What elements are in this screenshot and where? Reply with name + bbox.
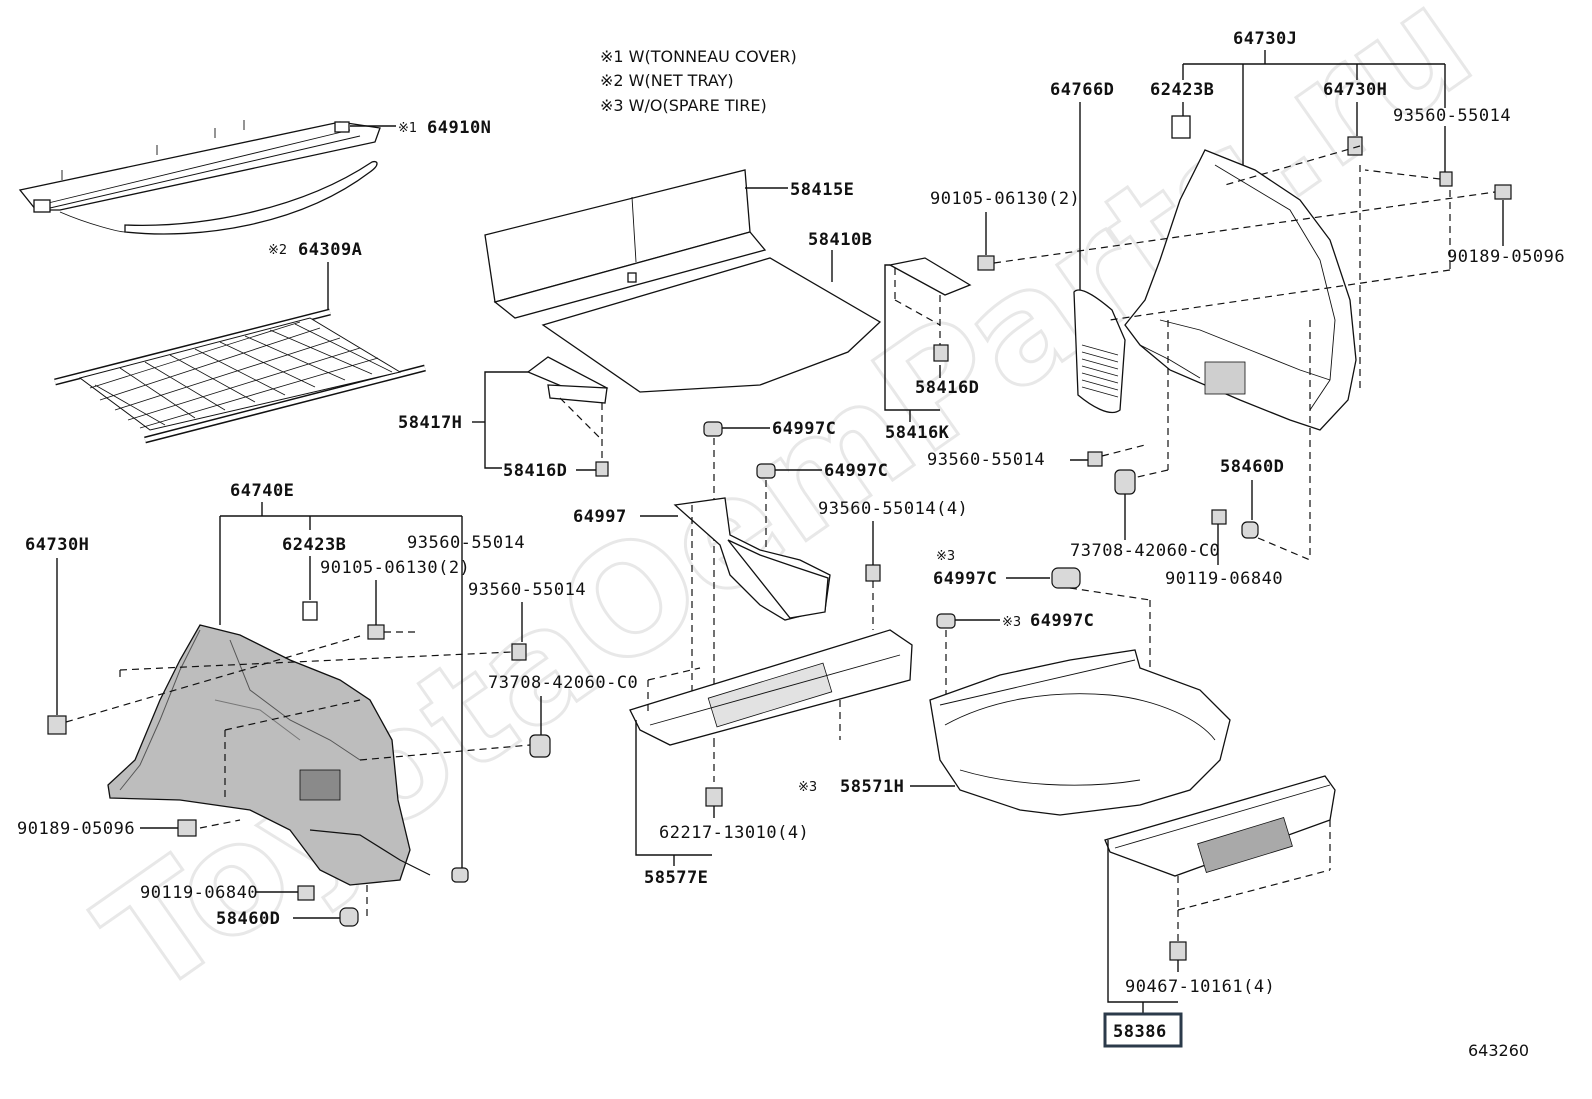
diagram-id: 643260 [1468, 1041, 1529, 1060]
side-lid-part [526, 356, 609, 404]
clip-58416D-b [933, 344, 949, 362]
screw-90119-r [1211, 509, 1227, 525]
fastener-73708-l [529, 734, 551, 758]
label-90189-05096-l: 90189-05096 [17, 819, 135, 839]
clip-58416D-a [595, 461, 609, 477]
clip-90189-left [177, 819, 197, 837]
label-93560-55014-l2: 93560-55014 [468, 580, 586, 600]
label-58577E: 58577E [644, 868, 708, 888]
label-58571H: 58571H [840, 777, 904, 797]
label-64910N: 64910N [427, 118, 491, 138]
label-93560-55014-l1: 93560-55014 [407, 533, 525, 553]
mark-3-b: ※3 [1002, 615, 1021, 630]
highlight-box-58386 [1103, 1012, 1183, 1048]
mark-1-tonneau: ※1 [398, 121, 417, 136]
luggage-tray-58571H [929, 649, 1231, 816]
note-net-tray: ※2 W(NET TRAY) [600, 71, 734, 90]
clip-58460D-l [339, 907, 359, 927]
label-58460D-r: 58460D [1220, 457, 1284, 477]
fastener-73708-r [1114, 469, 1136, 495]
label-58417H: 58417H [398, 413, 462, 433]
label-62217: 62217-13010(4) [659, 823, 809, 843]
clip-64997C-b [756, 463, 776, 479]
screw-93560-r2 [1087, 451, 1103, 467]
clip-64730H-left [47, 715, 67, 735]
mark-2-net: ※2 [268, 243, 287, 258]
label-58416D-a: 58416D [503, 461, 567, 481]
label-90189-05096-r: 90189-05096 [1447, 247, 1565, 267]
mark-3-a: ※3 [936, 549, 955, 564]
label-64730H-right: 64730H [1323, 80, 1387, 100]
label-90119-l: 90119-06840 [140, 883, 258, 903]
note-tonneau-cover: ※1 W(TONNEAU COVER) [600, 47, 797, 66]
label-64309A: 64309A [298, 240, 362, 260]
clip-62423B-left [302, 601, 318, 621]
label-64730H-left: 64730H [25, 535, 89, 555]
clip-90467 [1169, 941, 1187, 961]
label-58410B: 58410B [808, 230, 872, 250]
label-73708-r: 73708-42060-C0 [1070, 541, 1220, 561]
label-73708-l: 73708-42060-C0 [488, 673, 638, 693]
tonneau-cover-part [18, 120, 381, 235]
label-58416K: 58416K [885, 423, 950, 443]
label-90467: 90467-10161(4) [1125, 977, 1275, 997]
label-64740E: 64740E [230, 481, 294, 501]
label-64730J: 64730J [1233, 29, 1297, 49]
clip-64730H-right [1347, 136, 1363, 156]
clip-58460D-r [1241, 521, 1259, 539]
screw-90105-r [977, 255, 995, 271]
screw-93560-r1 [1439, 171, 1453, 187]
mark-3-c: ※3 [798, 780, 817, 795]
right-quarter-trim-part [1073, 115, 1357, 431]
clip-64997C-d [936, 613, 956, 629]
rear-sill-58577E [629, 629, 913, 746]
screw-93560-l2 [511, 643, 527, 661]
screw-93560-4 [865, 564, 881, 582]
label-90119-r: 90119-06840 [1165, 569, 1283, 589]
screw-90119-l [297, 885, 315, 901]
label-93560-55014-r2: 93560-55014 [927, 450, 1045, 470]
label-64997: 64997 [573, 507, 627, 527]
label-64997C-b: 64997C [824, 461, 888, 481]
clip-64997C-a [703, 421, 723, 437]
clip-90189-right [1494, 184, 1512, 200]
label-93560-55014-r1: 93560-55014 [1393, 106, 1511, 126]
deck-board-part [484, 169, 882, 393]
label-64997C-c: 64997C [933, 569, 997, 589]
label-58415E: 58415E [790, 180, 854, 200]
label-58386: 58386 [1113, 1022, 1167, 1042]
label-62423B-right: 62423B [1150, 80, 1214, 100]
label-58460D-l: 58460D [216, 909, 280, 929]
side-box-64997 [673, 497, 831, 621]
label-64997C-a: 64997C [772, 419, 836, 439]
label-58416D-b: 58416D [915, 378, 979, 398]
label-62423B-left: 62423B [282, 535, 346, 555]
clip-62217 [705, 787, 723, 807]
screw-90105-l [367, 624, 385, 640]
left-quarter-trim-part [107, 624, 431, 886]
label-93560-55014-4: 93560-55014(4) [818, 499, 968, 519]
label-90105-06130-r: 90105-06130(2) [930, 189, 1080, 209]
clip-64997C-c [1051, 567, 1081, 589]
label-64997C-d: 64997C [1030, 611, 1094, 631]
label-64766D: 64766D [1050, 80, 1114, 100]
screw-93560-l1 [451, 867, 469, 883]
trim-cover-58416K [888, 257, 972, 345]
label-90105-06130-l: 90105-06130(2) [320, 558, 470, 578]
net-tray-part [54, 308, 426, 444]
note-spare-tire: ※3 W/O(SPARE TIRE) [600, 96, 767, 115]
